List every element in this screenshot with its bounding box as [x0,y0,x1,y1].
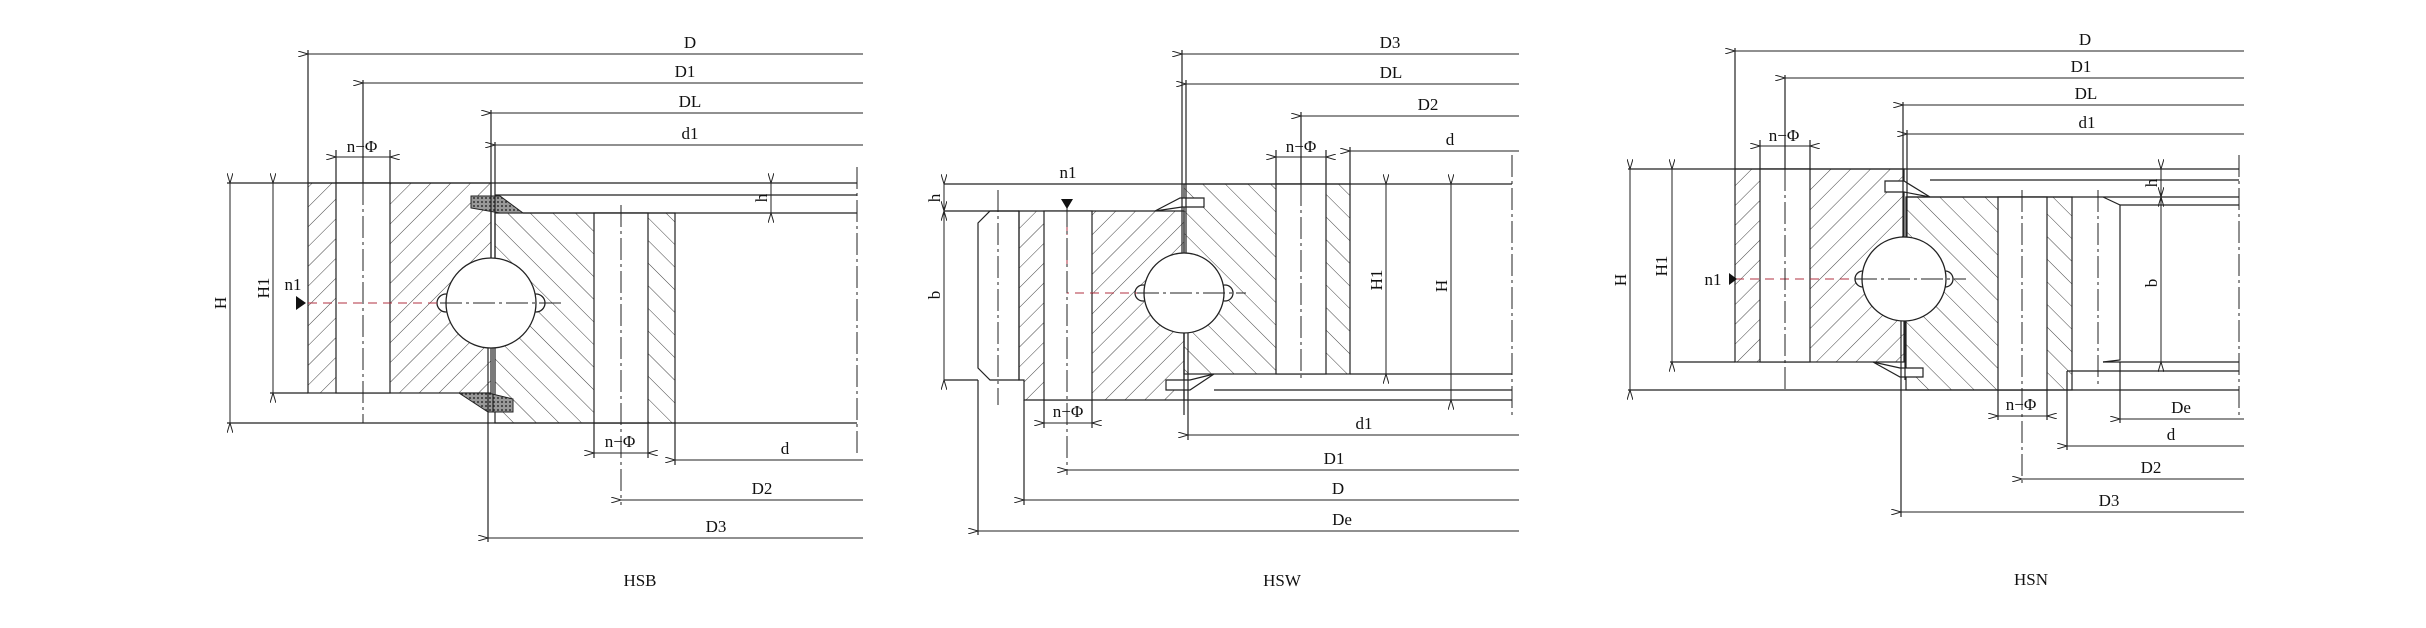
label-D: D [2079,30,2091,49]
top-seal [1154,197,1205,212]
label-D2: D2 [2141,458,2162,477]
label-H: H [211,297,230,309]
label-d: d [2167,425,2176,444]
label-De: De [2171,398,2191,417]
n1-marker-icon [296,296,306,310]
label-H: H [1611,274,1630,286]
drawing-hsb: D D1 DL d1 n−Φ n1 H H1 h n−Φ d D2 D3 HSB [211,33,863,590]
label-b: b [2142,279,2161,288]
label-n1: n1 [1705,270,1722,289]
label-h: h [752,193,771,202]
label-D3: D3 [706,517,727,536]
bottom-seal [1872,361,1924,378]
drawing-hsw: D3 DL D2 d n−Φ n1 h b H1 H n−Φ d1 D1 D D… [925,33,1519,590]
label-D3: D3 [1380,33,1401,52]
label-D: D [684,33,696,52]
label-h: h [925,193,944,202]
outer-bolt-hole [1043,210,1093,401]
label-n-phi-top: n−Φ [347,137,378,156]
drawing-title-hsb: HSB [623,571,656,590]
drawing-hsn: D D1 DL d1 n−Φ H H1 n1 h b n−Φ De d D2 D… [1611,30,2244,589]
label-d1: d1 [1356,414,1373,433]
label-n-phi-bottom: n−Φ [2006,395,2037,414]
label-DL: DL [1380,63,1403,82]
label-D3: D3 [2099,491,2120,510]
drawing-title-hsn: HSN [2014,570,2048,589]
label-H1: H1 [254,278,273,299]
label-H: H [1432,280,1451,292]
n1-marker-icon [1729,273,1737,285]
label-H1: H1 [1652,256,1671,277]
label-n-phi-top: n−Φ [1286,137,1317,156]
label-d1: d1 [2079,113,2096,132]
label-D2: D2 [1418,95,1439,114]
label-DL: DL [2075,84,2098,103]
label-n1: n1 [1060,163,1077,182]
label-D2: D2 [752,479,773,498]
label-H1: H1 [1367,270,1386,291]
label-h: h [2142,178,2161,187]
label-D1: D1 [2071,57,2092,76]
label-d1: d1 [682,124,699,143]
label-DL: DL [679,92,702,111]
bottom-seal [457,392,514,413]
label-De: De [1332,510,1352,529]
label-b: b [925,291,944,300]
label-n-phi-top: n−Φ [1769,126,1800,145]
bottom-seal [1165,373,1215,391]
n1-marker-icon [1061,199,1073,209]
label-d: d [781,439,790,458]
label-d: d [1446,130,1455,149]
drawing-title-hsw: HSW [1263,571,1302,590]
label-n1: n1 [285,275,302,294]
label-D: D [1332,479,1344,498]
label-n-phi-bottom: n−Φ [605,432,636,451]
label-n-phi-bottom: n−Φ [1053,402,1084,421]
label-D1: D1 [1324,449,1345,468]
label-D1: D1 [675,62,696,81]
